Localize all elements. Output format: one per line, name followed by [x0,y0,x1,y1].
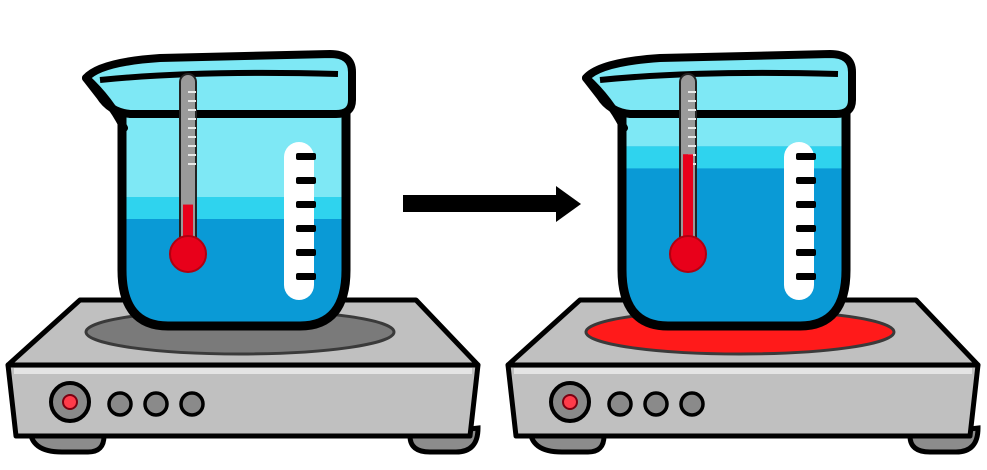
beaker-rim [82,50,356,118]
hot-plate-highlight [514,368,972,374]
hot-plate-icon [505,297,981,455]
beaker-rim-inner [599,69,839,83]
scale-tick [296,273,316,280]
water-body [622,146,846,326]
scale-tick [796,273,816,280]
beaker-outline [617,112,851,331]
control-knob-icon [179,391,205,417]
beaker-rim-inner [99,69,339,83]
scale-tick [796,153,816,160]
scale-tick [296,153,316,160]
hot-plate-icon [5,297,481,455]
beaker-outline [117,112,351,331]
right-arrow-icon [403,186,581,222]
scale-tick [296,177,316,184]
water-surface [122,197,346,219]
scale-tick [296,201,316,208]
mercury-column [183,204,193,246]
knob-indicator-light [562,394,578,410]
hot-plate-front [505,362,981,439]
water [622,146,846,326]
beaker-icon [82,50,356,331]
after-heating-panel [505,50,981,455]
control-knob-icon [643,391,669,417]
scale-tick [796,225,816,232]
control-knob-icon [607,391,633,417]
control-knob-icon [107,391,133,417]
before-heating-panel [5,50,481,455]
scale-tick [796,249,816,256]
beaker-icon [582,50,856,331]
water [122,197,346,326]
scale-tick [296,249,316,256]
thermometer-bulb [169,235,207,273]
control-knob-icon [679,391,705,417]
mercury-column [683,154,693,246]
scale-tick [796,177,816,184]
thermometer-icon [169,73,207,273]
thermometer-icon [669,73,707,273]
scale-tick [296,225,316,232]
hot-plate-front [5,362,481,439]
beaker-rim [582,50,856,118]
scale-tick [796,201,816,208]
knob-indicator-light [62,394,78,410]
hot-plate-highlight [14,368,472,374]
control-knob-icon [143,391,169,417]
thermometer-bulb [669,235,707,273]
